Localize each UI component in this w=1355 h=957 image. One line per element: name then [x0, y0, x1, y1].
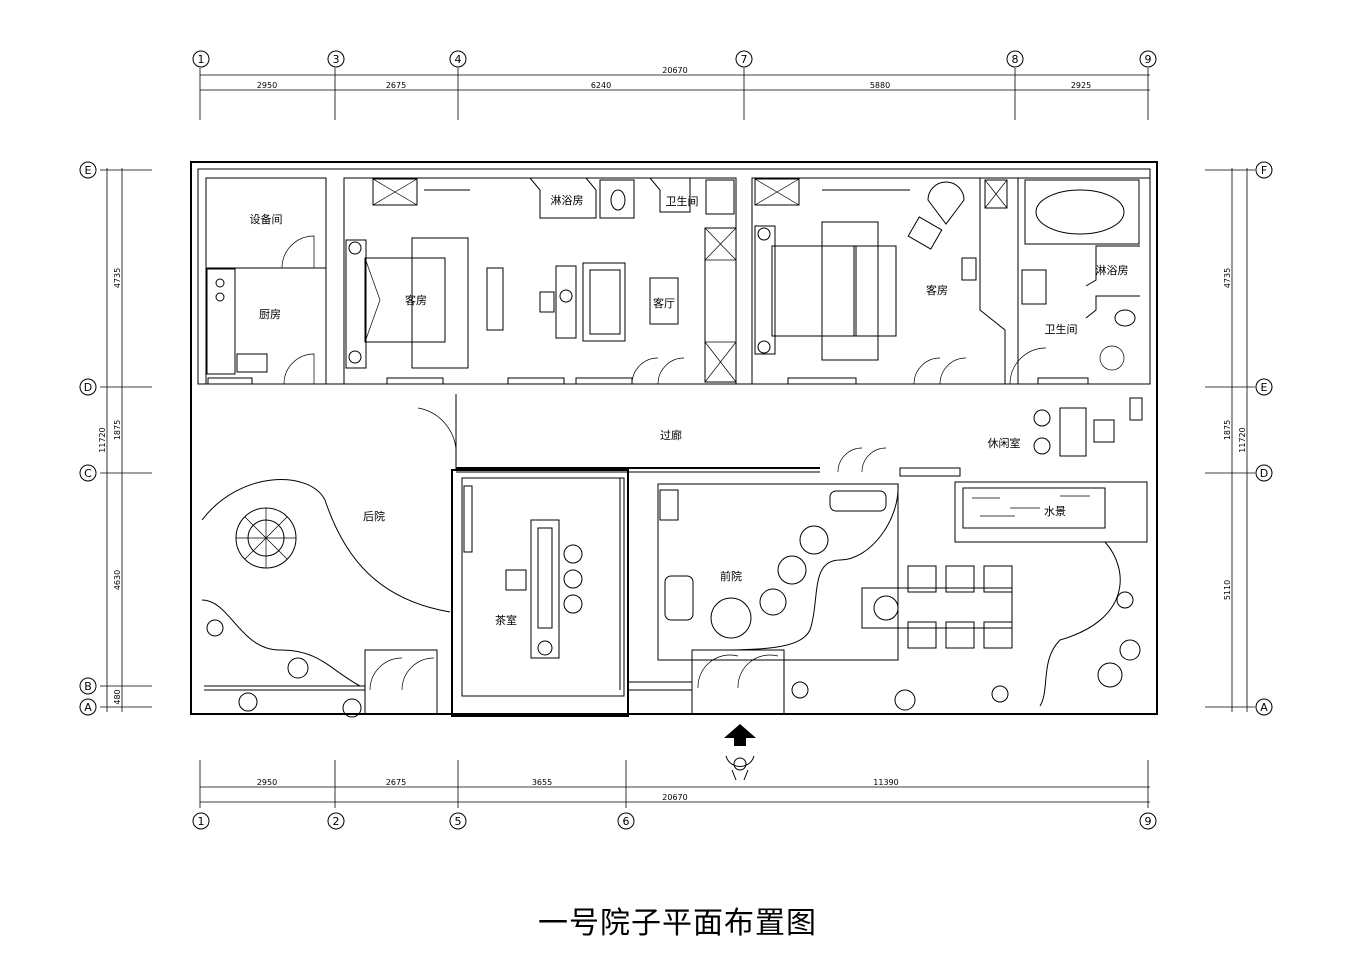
- left-dim-4: 480: [113, 689, 122, 704]
- top-dim-2: 2675: [386, 81, 406, 90]
- axis-label: 5: [455, 815, 462, 828]
- label-kitchen: 厨房: [259, 308, 281, 321]
- label-bathroom-1: 卫生间: [666, 194, 699, 208]
- tea-room: [451, 469, 629, 717]
- label-lounge: 休闲室: [988, 436, 1021, 450]
- right-dimensions: 4735 1875 5110 11720: [1205, 168, 1255, 712]
- bottom-dim-1: 2950: [257, 778, 277, 787]
- axis-label: A: [84, 701, 92, 714]
- left-dim-1: 4735: [113, 268, 122, 288]
- axis-label: A: [1260, 701, 1268, 714]
- drawing-title: 一号院子平面布置图: [538, 906, 817, 941]
- bottom-total-dim: 20670: [662, 793, 687, 802]
- left-dimensions: 4735 1875 4630 480 11720: [98, 168, 152, 712]
- label-front-yard: 前院: [720, 569, 742, 583]
- axis-label: B: [84, 680, 92, 693]
- left-dim-2: 1875: [113, 420, 122, 440]
- top-dim-3: 6240: [591, 81, 611, 90]
- backyard: [201, 479, 451, 718]
- room-labels: 设备间 厨房 客房 淋浴房 卫生间 客厅 客房 淋浴房 卫生间 过廊 休闲室 后…: [250, 194, 1129, 627]
- label-bathroom-2: 卫生间: [1045, 322, 1078, 336]
- axis-label: 1: [198, 53, 205, 66]
- axis-label: 3: [333, 53, 340, 66]
- top-total-dim: 20670: [662, 66, 687, 75]
- bottom-axis-markers: 1 2 5 6 9: [192, 812, 1157, 830]
- label-guest-room-2: 客房: [926, 283, 948, 297]
- axis-label: 7: [741, 53, 748, 66]
- top-dim-4: 5880: [870, 81, 890, 90]
- entry-arrow-icon: [724, 724, 756, 781]
- axis-label: 9: [1145, 815, 1152, 828]
- axis-label: 9: [1145, 53, 1152, 66]
- guest-suite-2: [751, 177, 1151, 385]
- equipment-kitchen-block: [205, 177, 327, 385]
- axis-label: 6: [623, 815, 630, 828]
- label-living-room: 客厅: [653, 296, 675, 310]
- label-equipment-room: 设备间: [250, 212, 283, 226]
- right-total-dim: 11720: [1238, 427, 1247, 452]
- label-shower-2: 淋浴房: [1096, 264, 1129, 277]
- left-total-dim: 11720: [98, 427, 107, 452]
- axis-label: 4: [455, 53, 462, 66]
- right-axis-markers: F E D A: [1255, 161, 1273, 716]
- corridor: [417, 394, 1143, 477]
- label-water-feature: 水景: [1044, 505, 1066, 518]
- left-axis-markers: E D C B A: [79, 161, 97, 716]
- label-shower-1: 淋浴房: [551, 194, 584, 207]
- label-backyard: 后院: [363, 509, 385, 523]
- left-dim-3: 4630: [113, 570, 122, 590]
- axis-label: C: [84, 467, 92, 480]
- axis-label: F: [1261, 164, 1267, 177]
- axis-label: 2: [333, 815, 340, 828]
- bottom-dimensions: 2950 2675 3655 11390 20670: [199, 760, 1150, 808]
- axis-label: 8: [1012, 53, 1019, 66]
- guest-suite-1: [343, 177, 737, 385]
- bottom-dim-2: 2675: [386, 778, 406, 787]
- axis-label: D: [1260, 467, 1268, 480]
- top-dimensions: 20670 2950 2675 6240 5880 2925: [199, 66, 1150, 120]
- right-dim-2: 1875: [1223, 420, 1232, 440]
- label-guest-room-1: 客房: [405, 293, 427, 307]
- axis-label: D: [84, 381, 92, 394]
- label-tea-room: 茶室: [495, 613, 517, 627]
- right-dim-1: 4735: [1223, 268, 1232, 288]
- front-yard: [628, 483, 1013, 715]
- label-corridor: 过廊: [660, 428, 682, 442]
- water-feature: [791, 481, 1148, 711]
- axis-label: 1: [198, 815, 205, 828]
- axis-label: E: [85, 164, 92, 177]
- top-axis-markers: 1 3 4 7 8 9: [192, 50, 1157, 68]
- top-dim-5: 2925: [1071, 81, 1091, 90]
- top-dim-1: 2950: [257, 81, 277, 90]
- right-dim-3: 5110: [1223, 580, 1232, 600]
- bottom-dim-4: 11390: [873, 778, 898, 787]
- bottom-dim-3: 3655: [532, 778, 552, 787]
- axis-label: E: [1261, 381, 1268, 394]
